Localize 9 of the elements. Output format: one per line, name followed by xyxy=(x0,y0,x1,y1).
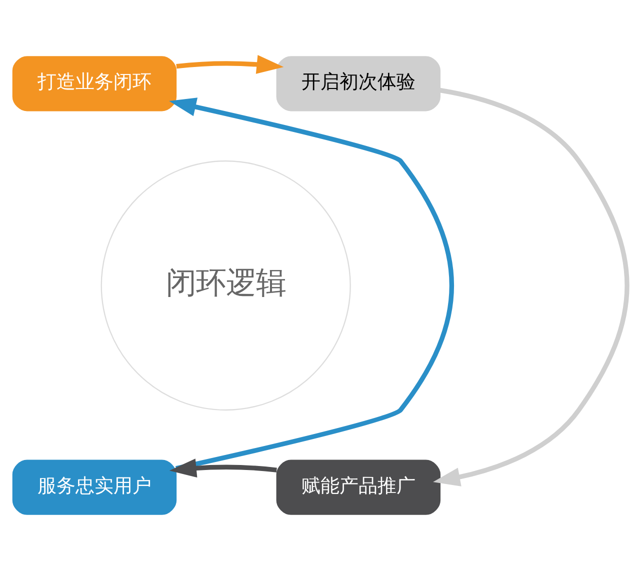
arrow xyxy=(169,97,454,470)
node-box: 服务忠实用户 xyxy=(12,459,177,514)
node-box: 开启初次体验 xyxy=(276,56,440,111)
node-box: 打造业务闭环 xyxy=(12,56,177,111)
node-box: 赋能产品推广 xyxy=(276,459,440,514)
arrow xyxy=(176,54,284,74)
arrow xyxy=(433,87,630,486)
node-circle: 闭环逻辑 xyxy=(100,160,351,410)
arrow xyxy=(169,458,277,478)
